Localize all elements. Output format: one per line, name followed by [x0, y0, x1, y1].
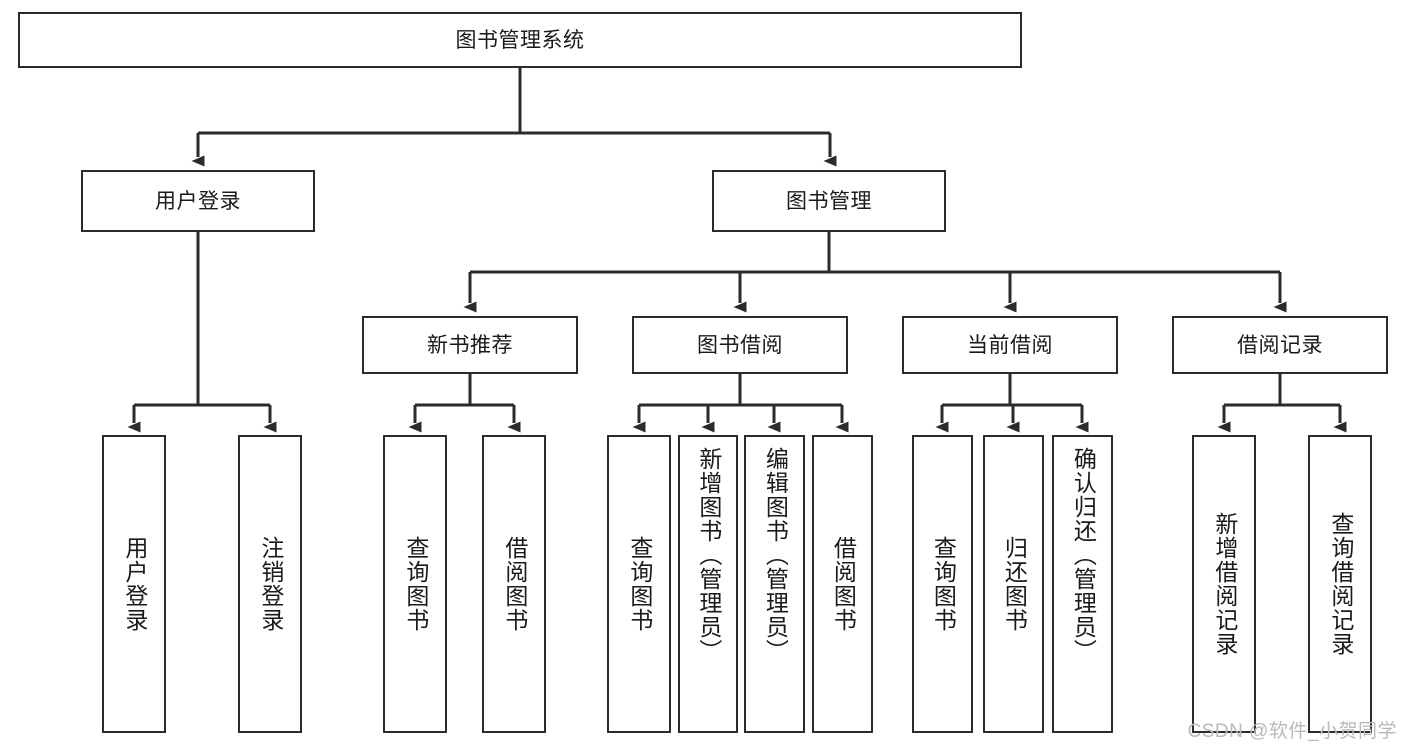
node-label: 借阅记录: [1237, 333, 1323, 357]
leaf-user-login[interactable]: 用户登录: [102, 435, 166, 733]
leaf-add-borrow-record[interactable]: 新增借阅记录: [1192, 435, 1256, 733]
node-label: 新书推荐: [427, 333, 513, 357]
node-label: 查询图书: [402, 536, 429, 632]
leaf-query-borrow-record[interactable]: 查询借阅记录: [1308, 435, 1372, 733]
node-user-login[interactable]: 用户登录: [81, 170, 315, 232]
node-new-book-recommendation[interactable]: 新书推荐: [362, 316, 578, 374]
leaf-return-book[interactable]: 归还图书: [983, 435, 1044, 733]
node-label: 新增借阅记录: [1211, 512, 1238, 656]
node-root-book-management-system[interactable]: 图书管理系统: [18, 12, 1022, 68]
node-label: 归还图书: [1001, 536, 1028, 632]
node-label: 用户登录: [155, 189, 241, 213]
node-label: 确认归还（管理员）: [1070, 447, 1097, 663]
leaf-user-logout[interactable]: 注销登录: [238, 435, 302, 733]
csdn-watermark: CSDN @软件_小贺同学: [1187, 721, 1397, 742]
node-label: 查询图书: [930, 536, 957, 632]
node-label: 新增图书（管理员）: [695, 447, 722, 663]
leaf-borrow-book-recommendation[interactable]: 借阅图书: [482, 435, 546, 733]
node-label: 借阅图书: [501, 536, 528, 632]
node-label: 当前借阅: [967, 333, 1053, 357]
node-book-borrow[interactable]: 图书借阅: [632, 316, 848, 374]
leaf-query-book-recommendation[interactable]: 查询图书: [383, 435, 447, 733]
node-current-borrow[interactable]: 当前借阅: [902, 316, 1118, 374]
node-book-management[interactable]: 图书管理: [712, 170, 946, 232]
node-label: 图书管理: [786, 189, 872, 213]
node-label: 用户登录: [121, 536, 148, 632]
node-label: 图书管理系统: [455, 28, 585, 52]
node-label: 编辑图书（管理员）: [762, 447, 789, 663]
leaf-edit-book-admin[interactable]: 编辑图书（管理员）: [744, 435, 805, 733]
leaf-add-book-admin[interactable]: 新增图书（管理员）: [678, 435, 738, 733]
leaf-confirm-return-admin[interactable]: 确认归还（管理员）: [1052, 435, 1113, 733]
node-label: 查询图书: [626, 536, 653, 632]
leaf-query-book-borrow[interactable]: 查询图书: [607, 435, 671, 733]
leaf-borrow-book[interactable]: 借阅图书: [812, 435, 873, 733]
node-borrow-record[interactable]: 借阅记录: [1172, 316, 1388, 374]
node-label: 借阅图书: [830, 536, 857, 632]
node-label: 图书借阅: [697, 333, 783, 357]
node-label: 注销登录: [257, 536, 284, 632]
leaf-query-book-current[interactable]: 查询图书: [912, 435, 973, 733]
node-label: 查询借阅记录: [1327, 512, 1354, 656]
